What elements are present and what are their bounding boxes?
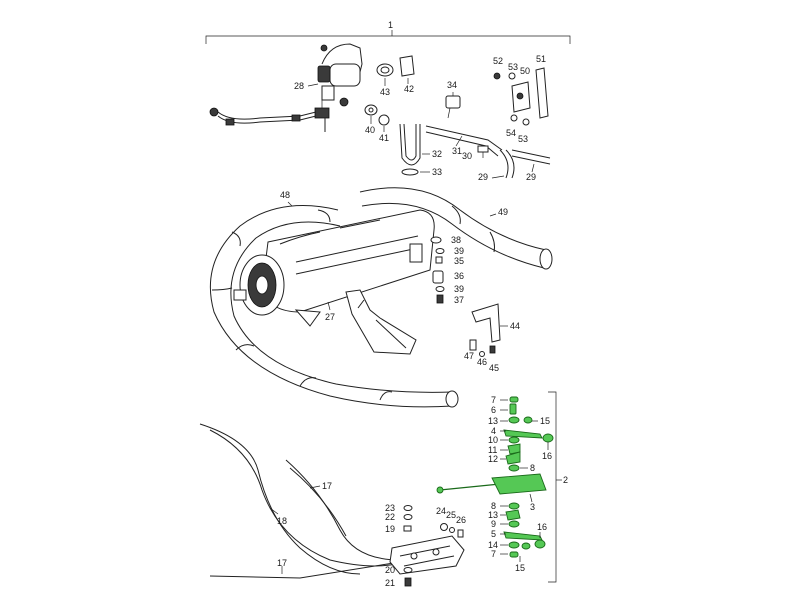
callout-27: 27 (325, 312, 335, 322)
callout-29-left: 29 (478, 172, 488, 182)
group-2-leaders (500, 399, 549, 562)
callout-14: 14 (488, 540, 498, 550)
callout-21: 21 (385, 578, 395, 588)
callout-54: 54 (506, 128, 516, 138)
callout-7-top: 7 (491, 395, 496, 405)
callout-3: 3 (530, 502, 535, 512)
callout-52: 52 (493, 56, 503, 66)
callout-53-top: 53 (508, 62, 518, 72)
switch-34 (445, 92, 461, 119)
callout-31: 31 (452, 146, 462, 156)
callout-50: 50 (520, 66, 530, 76)
callout-26: 26 (456, 515, 466, 525)
callout-5: 5 (491, 529, 496, 539)
small-parts-45-47 (469, 339, 496, 357)
highlighted-control-linkage (436, 396, 554, 558)
callout-10: 10 (488, 435, 498, 445)
nut-41 (378, 114, 390, 132)
callout-23: 23 (385, 503, 395, 513)
callout-4: 4 (491, 426, 496, 436)
control-lever-base (389, 535, 465, 575)
callout-18: 18 (277, 516, 287, 526)
callout-16-top: 16 (542, 451, 552, 461)
callout-2: 2 (563, 475, 568, 485)
callout-45: 45 (489, 363, 499, 373)
callout-24: 24 (436, 506, 446, 516)
callout-33: 33 (432, 167, 442, 177)
callout-11: 11 (488, 445, 497, 455)
callout-42: 42 (404, 84, 414, 94)
callout-1: 1 (388, 20, 393, 30)
callout-41: 41 (379, 133, 389, 143)
callout-8-bottom: 8 (491, 501, 496, 511)
flex-duct-48 (209, 205, 459, 408)
callout-15-top: 15 (540, 416, 550, 426)
callout-13-top: 13 (488, 416, 498, 426)
callout-22: 22 (385, 512, 395, 522)
exhaust-outlet (345, 289, 417, 355)
callout-53-bottom: 53 (518, 134, 528, 144)
callout-8-top: 8 (530, 463, 535, 473)
callout-20: 20 (385, 565, 395, 575)
callout-15-bottom: 15 (515, 563, 525, 573)
callout-25: 25 (446, 510, 456, 520)
fuel-line (209, 107, 317, 126)
callout-28: 28 (294, 81, 304, 91)
callout-13-bottom: 13 (488, 510, 498, 520)
heater-body-27 (233, 209, 435, 327)
small-parts-right (430, 236, 445, 304)
callout-9-top: 9 (491, 519, 496, 529)
callout-17-lower: 17 (277, 558, 287, 568)
callout-16-bottom: 16 (537, 522, 547, 532)
hose-clamp-43 (376, 63, 394, 86)
tee-30 (477, 145, 489, 158)
callout-39-bottom: 39 (454, 284, 464, 294)
fuel-pump-assembly (314, 43, 363, 132)
control-cables (199, 423, 411, 579)
group-1-bracket (205, 30, 571, 44)
small-parts-19-23 (403, 505, 413, 587)
callout-46: 46 (477, 357, 487, 367)
callout-47: 47 (464, 351, 474, 361)
hose-29 (499, 149, 551, 179)
sleeve-42 (399, 55, 415, 84)
callout-7-bottom: 7 (491, 549, 496, 559)
callout-36: 36 (454, 271, 464, 281)
callout-38: 38 (451, 235, 461, 245)
relay-bracket-group (493, 67, 549, 126)
callout-35: 35 (454, 256, 464, 266)
callout-48: 48 (280, 190, 290, 200)
callout-12: 12 (488, 454, 498, 464)
callout-44: 44 (510, 321, 520, 331)
callout-29-right: 29 (526, 172, 536, 182)
callout-30: 30 (462, 151, 472, 161)
bracket-44 (471, 303, 508, 343)
callout-6: 6 (491, 405, 496, 415)
callout-17-upper: 17 (322, 481, 332, 491)
callout-40: 40 (365, 125, 375, 135)
flex-duct-49 (359, 187, 553, 270)
callout-34: 34 (447, 80, 457, 90)
callout-49: 49 (498, 207, 508, 217)
u-clip-32 (399, 123, 421, 166)
callout-39-top: 39 (454, 246, 464, 256)
callout-32: 32 (432, 149, 442, 159)
callout-51: 51 (536, 54, 546, 64)
callout-19: 19 (385, 524, 395, 534)
clip-33 (401, 168, 419, 176)
washer-40 (364, 104, 378, 124)
callout-37: 37 (454, 295, 464, 305)
small-parts-24-26 (440, 523, 464, 538)
callout-43: 43 (380, 87, 390, 97)
group-2-bracket (548, 391, 562, 583)
